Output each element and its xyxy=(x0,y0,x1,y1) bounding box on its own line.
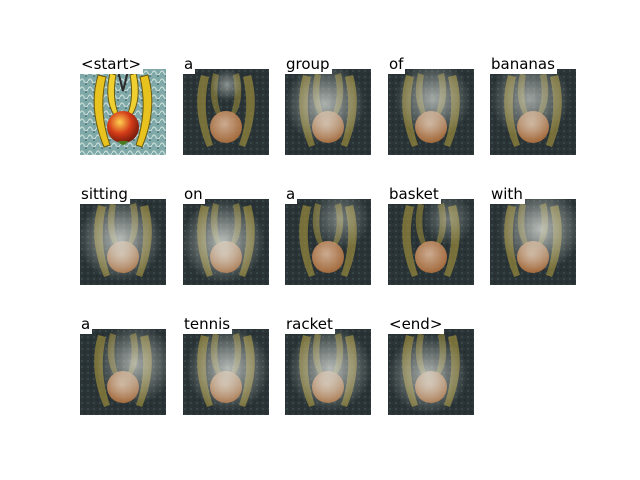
word-label: group xyxy=(285,55,332,74)
attention-panel xyxy=(183,329,269,415)
word-label: a xyxy=(183,55,196,74)
word-label: with xyxy=(490,185,525,204)
original-image xyxy=(80,69,166,155)
attention-panel xyxy=(388,199,474,285)
attention-panel xyxy=(183,69,269,155)
word-label: a xyxy=(80,315,93,334)
attention-map xyxy=(490,69,576,155)
attention-panel xyxy=(80,199,166,285)
attention-map xyxy=(80,199,166,285)
word-label: on xyxy=(183,185,205,204)
attention-panel xyxy=(285,329,371,415)
attention-map xyxy=(388,329,474,415)
attention-panel xyxy=(490,69,576,155)
word-label: tennis xyxy=(183,315,233,334)
word-label: bananas xyxy=(490,55,557,74)
attention-panel xyxy=(490,199,576,285)
attention-map xyxy=(388,199,474,285)
word-label: racket xyxy=(285,315,335,334)
attention-map xyxy=(183,69,269,155)
word-label: basket xyxy=(388,185,441,204)
attention-map xyxy=(285,69,371,155)
attention-panel xyxy=(80,69,166,155)
attention-panel xyxy=(80,329,166,415)
word-label: <end> xyxy=(388,315,445,334)
attention-map xyxy=(80,329,166,415)
attention-panel xyxy=(388,69,474,155)
word-label: a xyxy=(285,185,298,204)
attention-map xyxy=(183,199,269,285)
attention-panel xyxy=(285,199,371,285)
attention-map xyxy=(183,329,269,415)
word-label: sitting xyxy=(80,185,130,204)
attention-panel xyxy=(285,69,371,155)
attention-map xyxy=(285,199,371,285)
attention-map xyxy=(388,69,474,155)
word-label: of xyxy=(388,55,406,74)
attention-panel xyxy=(388,329,474,415)
attention-panel xyxy=(183,199,269,285)
attention-map xyxy=(490,199,576,285)
word-label: <start> xyxy=(80,55,144,74)
attention-map xyxy=(285,329,371,415)
